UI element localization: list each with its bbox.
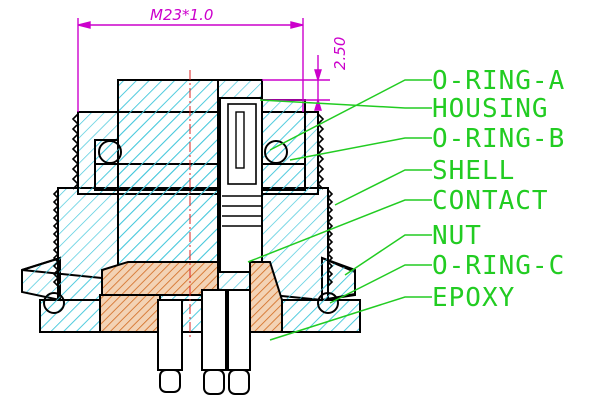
- callout-epoxy: EPOXY: [432, 283, 515, 313]
- callout-labels: O-RING-A HOUSING O-RING-B SHELL CONTACT …: [432, 66, 565, 313]
- callout-shell: SHELL: [432, 156, 515, 186]
- o-ring-c-shape-left: [43, 292, 65, 314]
- callout-o-ring-a: O-RING-A: [432, 66, 565, 96]
- callout-o-ring-c: O-RING-C: [432, 251, 565, 281]
- dimension-lines: [77, 18, 330, 112]
- callout-o-ring-b: O-RING-B: [432, 124, 565, 154]
- pitch-dimension-label: 2.50: [331, 37, 349, 70]
- callout-contact: CONTACT: [432, 186, 549, 216]
- o-rings: [43, 140, 339, 314]
- epoxy-potting: [99, 261, 283, 333]
- contact-assembly: [219, 97, 263, 273]
- callout-nut: NUT: [432, 221, 482, 251]
- callout-housing: HOUSING: [432, 94, 549, 124]
- leader-lines: [247, 79, 432, 341]
- o-ring-b-shape: [264, 140, 288, 164]
- contact-pins: [157, 289, 251, 395]
- o-ring-a-shape: [98, 140, 122, 164]
- o-ring-c-shape-right: [317, 292, 339, 314]
- thread-dimension-label: M23*1.0: [150, 6, 213, 24]
